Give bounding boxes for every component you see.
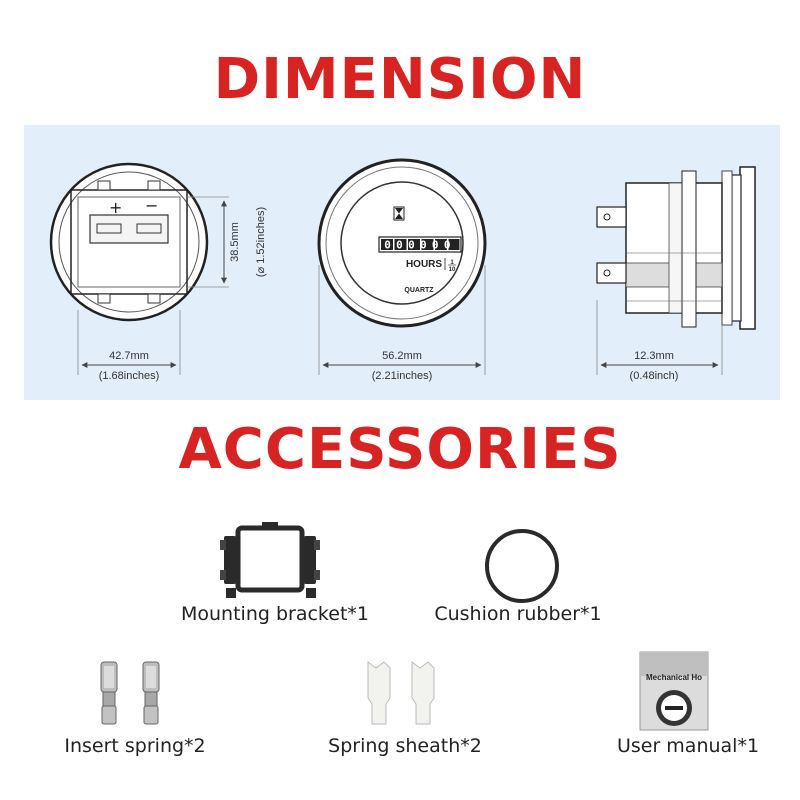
mounting-bracket-label: Mounting bracket*1 [181,603,369,625]
accessories-heading: ACCESSORIES [178,417,622,482]
back-height-in: (⌀ 1.52inches) [255,207,267,277]
plus-sign: + [109,198,122,217]
insert-spring-label: Insert spring*2 [64,735,206,757]
insert-spring-image [100,661,160,725]
hourglass-icon [393,206,405,221]
hours-label: HOURS [406,259,442,270]
dimension-drawings: + − 38.5mm (⌀ 1.52inches) 42.7mm (1.68in… [49,158,756,382]
cushion-rubber-image [485,529,559,603]
back-height-mm: 38.5mm [229,222,241,262]
front-width-in: (2.21inches) [372,370,433,382]
user-manual-image: Mechanical Ho [639,651,709,731]
user-manual-label: User manual*1 [616,735,760,757]
front-width-mm: 56.2mm [382,350,422,362]
dimension-heading: DIMENSION [213,47,587,112]
cushion-rubber-label: Cushion rubber*1 [434,603,602,625]
spring-sheath-image [367,661,435,725]
mounting-bracket-image [220,522,320,598]
side-depth-mm: 12.3mm [634,350,674,362]
side-depth-in: (0.48inch) [630,370,679,382]
quartz-label: QUARTZ [404,287,434,294]
fraction-denominator: 10 [449,267,456,273]
spring-sheath-label: Spring sheath*2 [328,735,482,757]
counter-digits: 000000 [384,239,456,252]
back-view-drawing: + − 38.5mm (⌀ 1.52inches) 42.7mm (1.68in… [49,162,267,382]
fraction-numerator: 1 [450,260,454,266]
back-width-in: (1.68inches) [99,370,160,382]
back-width-mm: 42.7mm [109,350,149,362]
side-view-drawing: 12.3mm (0.48inch) [596,166,756,382]
counter-digit-boxes [381,239,460,250]
front-view-drawing: 000000 HOURS 1 10 QUARTZ 56.2mm (2.21inc… [317,158,487,382]
minus-sign: − [145,196,158,215]
manual-cover-title: Mechanical Ho [646,673,702,682]
